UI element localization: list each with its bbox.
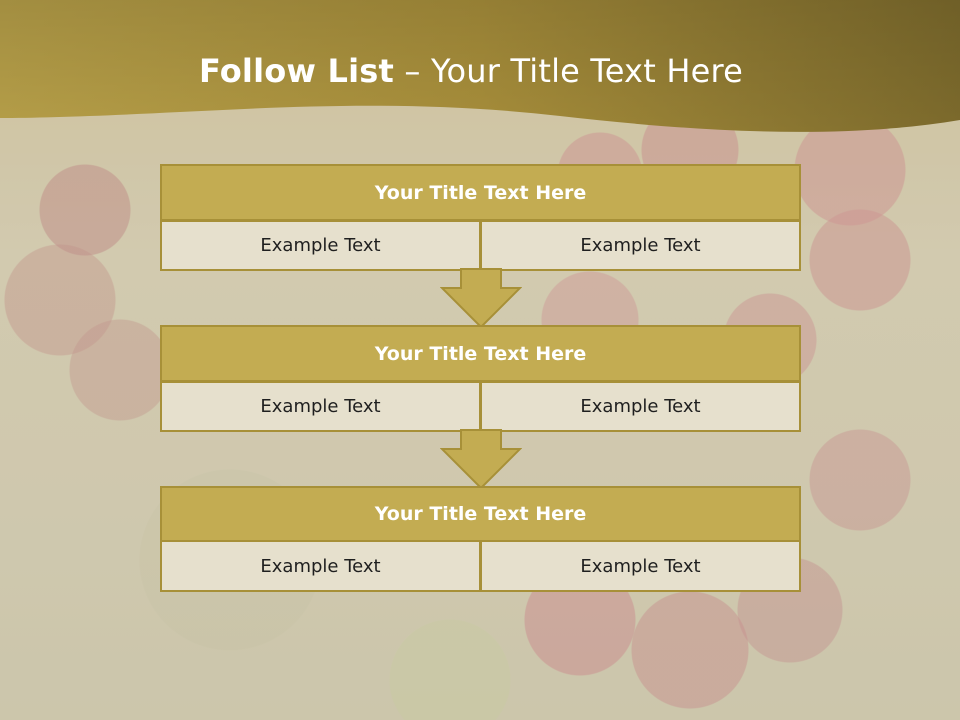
down-arrow-icon (440, 268, 522, 328)
list-block-cell-left: Example Text (160, 541, 481, 592)
list-block-3: Your Title Text Here Example Text Exampl… (160, 486, 801, 592)
list-block-2: Your Title Text Here Example Text Exampl… (160, 325, 801, 432)
list-block-row: Example Text Example Text (160, 221, 801, 271)
list-block-1: Your Title Text Here Example Text Exampl… (160, 164, 801, 271)
slide-title: Follow List – Your Title Text Here (0, 52, 942, 90)
list-block-title: Your Title Text Here (160, 325, 801, 382)
list-block-cell-left: Example Text (160, 382, 481, 432)
list-block-cell-right: Example Text (481, 382, 801, 432)
list-block-row: Example Text Example Text (160, 382, 801, 432)
list-block-cell-right: Example Text (481, 221, 801, 271)
list-block-cell-right: Example Text (481, 541, 801, 592)
list-block-title: Your Title Text Here (160, 164, 801, 221)
down-arrow-icon (440, 429, 522, 489)
header-band (0, 0, 960, 132)
slide-title-bold: Follow List (198, 52, 395, 90)
list-block-cell-left: Example Text (160, 221, 481, 271)
list-block-row: Example Text Example Text (160, 541, 801, 592)
slide-title-rest: – Your Title Text Here (394, 52, 744, 90)
list-block-title: Your Title Text Here (160, 486, 801, 542)
